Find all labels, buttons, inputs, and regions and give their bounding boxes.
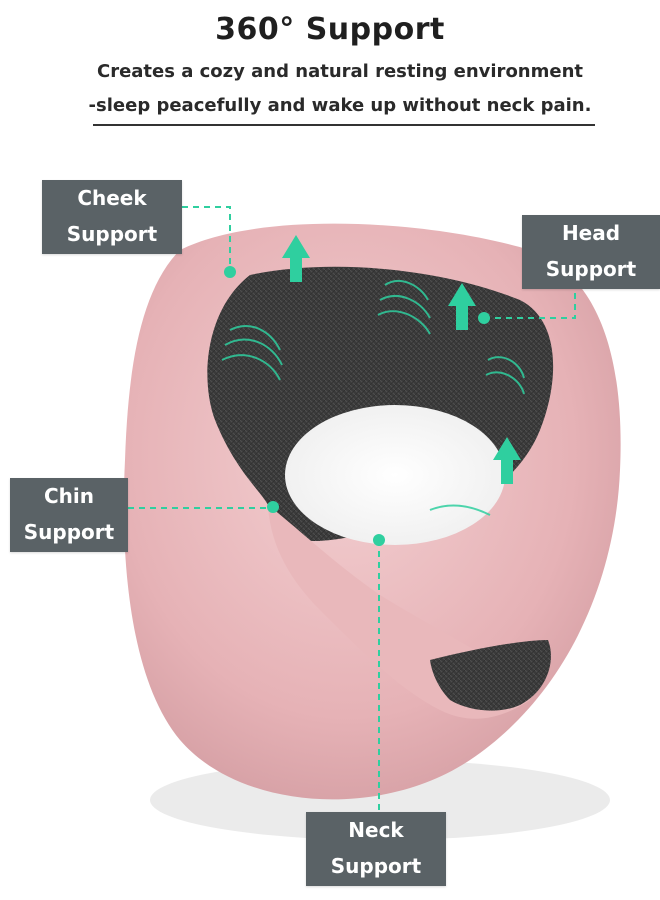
subtitle-underline	[93, 124, 595, 126]
pillow-opening	[285, 405, 505, 545]
subtitle-line-2: -sleep peacefully and wake up without ne…	[88, 95, 592, 116]
connector-dots	[224, 266, 490, 546]
cheek-label-line2: Support	[66, 222, 158, 246]
cheek-support-label: Cheek Support	[42, 180, 182, 254]
subtitle-line-1: Creates a cozy and natural resting envir…	[96, 61, 584, 82]
neck-support-label: Neck Support	[306, 812, 446, 886]
neck-label-line1: Neck	[348, 818, 404, 842]
header-panel: 360° Support Creates a cozy and natural …	[0, 0, 660, 170]
arrow-up-icon	[493, 437, 521, 484]
head-label-line1: Head	[561, 221, 621, 245]
support-arrows	[282, 235, 521, 484]
arrow-up-icon	[282, 235, 310, 282]
head-label-line2: Support	[545, 257, 637, 281]
connector-lines	[128, 206, 576, 812]
head-support-label: Head Support	[522, 215, 660, 289]
cheek-label-line1: Cheek	[77, 186, 147, 210]
page-title: 360° Support	[215, 12, 445, 47]
chin-label-line1: Chin	[43, 484, 94, 508]
chin-support-label: Chin Support	[10, 478, 128, 552]
neck-label-line2: Support	[330, 854, 422, 878]
chin-strap-mesh	[430, 640, 551, 711]
chin-label-line2: Support	[23, 520, 115, 544]
pressure-marks	[221, 280, 525, 516]
arrow-up-icon	[448, 283, 476, 330]
